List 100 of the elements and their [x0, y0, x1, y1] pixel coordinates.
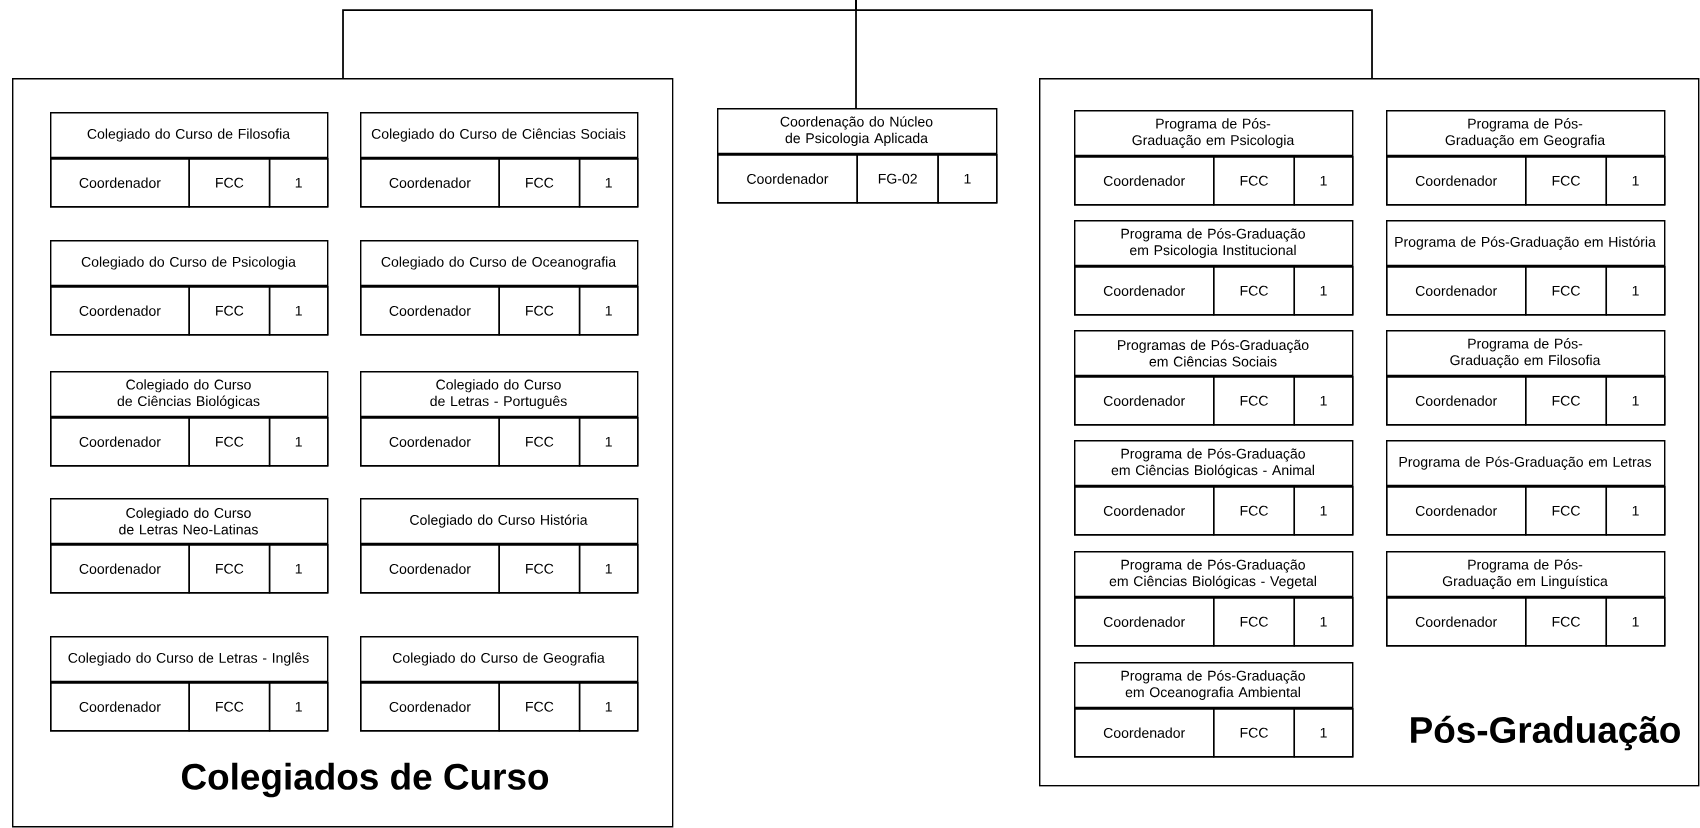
table-cell: FCC: [1213, 156, 1295, 206]
table-cell: 1: [1293, 156, 1354, 206]
box-heading: Programa de Pós-Graduação em Linguística: [1442, 559, 1608, 589]
position-box: [1074, 662, 1354, 758]
table-cell: 1: [268, 417, 329, 467]
table-cell: FG-02: [856, 154, 939, 204]
table-cell: Coordenador: [360, 286, 500, 336]
table-cell: FCC: [188, 158, 271, 208]
table-cell: 1: [268, 158, 329, 208]
table-cell: FCC: [188, 544, 271, 594]
box-heading: Colegiado do Curso de Geografia: [392, 652, 605, 666]
box-heading: Colegiado do Curso de Filosofia: [87, 128, 291, 142]
position-box: [1074, 110, 1354, 206]
box-heading: Programa de Pós-Graduação em Ciências Biológicas - Animal: [1111, 448, 1314, 478]
table-cell: Coordenador: [1386, 266, 1527, 316]
position-box: [1386, 220, 1666, 316]
position-box: [360, 498, 639, 594]
table-cell: FCC: [498, 544, 581, 594]
box-heading: Programa de Pós-Graduação em Ciências Biológicas - Vegetal: [1109, 559, 1316, 589]
position-box: [1074, 330, 1354, 426]
table-cell: FCC: [498, 682, 581, 732]
box-heading: Coordenação do Núcleo de Psicologia Aplicada: [780, 116, 933, 146]
position-box: [1386, 330, 1666, 426]
table-cell: 1: [268, 544, 329, 594]
table-cell: Coordenador: [1074, 376, 1215, 426]
box-heading: Colegiado do Curso História: [410, 514, 588, 528]
box-heading: Colegiado do Curso de Oceanografia: [381, 256, 617, 270]
position-box: [1386, 551, 1666, 647]
table-cell: FCC: [188, 417, 271, 467]
table-cell: 1: [1293, 376, 1354, 426]
table-cell: FCC: [188, 682, 271, 732]
panel-title: Colegiados de Curso: [182, 762, 549, 798]
table-cell: 1: [578, 417, 639, 467]
box-heading: Programa de Pós-Graduação em Psicologia Institucional: [1121, 228, 1305, 258]
table-cell: 1: [268, 286, 329, 336]
table-cell: FCC: [1525, 156, 1608, 206]
table-cell: FCC: [188, 286, 271, 336]
position-box: [1074, 551, 1354, 647]
table-cell: 1: [1293, 708, 1354, 758]
box-heading: Colegiado do Curso de Ciências Sociais: [371, 128, 626, 142]
group-panel: [1039, 78, 1700, 787]
table-cell: Coordenador: [1074, 156, 1215, 206]
table-cell: Coordenador: [360, 158, 500, 208]
box-heading: Colegiado do Curso de Ciências Biológicas: [117, 379, 260, 409]
table-cell: Coordenador: [50, 544, 190, 594]
box-heading: Programa de Pós-Graduação em Filosofia: [1450, 338, 1601, 368]
group-panel: [12, 78, 674, 828]
table-cell: FCC: [1525, 486, 1608, 536]
table-cell: FCC: [1213, 266, 1295, 316]
table-cell: 1: [1293, 597, 1354, 647]
table-cell: 1: [1605, 376, 1666, 426]
table-cell: Coordenador: [360, 544, 500, 594]
box-heading: Programa de Pós-Graduação em Oceanografia Ambiental: [1121, 670, 1305, 700]
table-cell: Coordenador: [717, 154, 858, 204]
table-cell: FCC: [1213, 597, 1295, 647]
position-box: [50, 636, 329, 732]
table-cell: FCC: [1525, 376, 1608, 426]
position-box: [50, 371, 329, 467]
table-cell: Coordenador: [1386, 486, 1527, 536]
position-box: [1074, 220, 1354, 316]
position-box: [1074, 440, 1354, 536]
position-box: [1386, 440, 1666, 536]
table-cell: 1: [1293, 266, 1354, 316]
table-cell: FCC: [1525, 266, 1608, 316]
table-cell: FCC: [1213, 376, 1295, 426]
box-heading: Colegiado do Curso de Psicologia: [81, 256, 296, 270]
table-cell: 1: [578, 158, 639, 208]
box-heading: Colegiado do Curso de Letras - Inglês: [68, 652, 309, 666]
table-cell: 1: [1605, 156, 1666, 206]
table-cell: Coordenador: [1074, 708, 1215, 758]
position-box: [360, 636, 639, 732]
table-cell: FCC: [498, 158, 581, 208]
table-cell: 1: [937, 154, 998, 204]
table-cell: Coordenador: [1074, 597, 1215, 647]
table-cell: FCC: [498, 286, 581, 336]
table-cell: FCC: [498, 417, 581, 467]
table-cell: Coordenador: [1386, 597, 1527, 647]
table-cell: 1: [268, 682, 329, 732]
connector-line: [855, 0, 1373, 79]
table-cell: FCC: [1525, 597, 1608, 647]
table-cell: FCC: [1213, 708, 1295, 758]
panel-title: Pós-Graduação: [1411, 715, 1680, 751]
position-box: [717, 108, 998, 204]
position-box: [50, 112, 329, 208]
table-cell: Coordenador: [360, 417, 500, 467]
table-cell: Coordenador: [360, 682, 500, 732]
position-box: [360, 371, 639, 467]
table-cell: Coordenador: [1074, 266, 1215, 316]
table-cell: 1: [578, 682, 639, 732]
position-box: [360, 240, 639, 336]
table-cell: Coordenador: [1386, 376, 1527, 426]
table-cell: Coordenador: [1386, 156, 1527, 206]
table-cell: 1: [1605, 597, 1666, 647]
box-heading: Colegiado do Curso de Letras - Português: [430, 379, 567, 409]
position-box: [1386, 110, 1666, 206]
table-cell: Coordenador: [50, 682, 190, 732]
table-cell: Coordenador: [50, 158, 190, 208]
box-heading: Programa de Pós-Graduação em Geografia: [1445, 118, 1606, 148]
position-box: [50, 240, 329, 336]
table-cell: 1: [1605, 266, 1666, 316]
